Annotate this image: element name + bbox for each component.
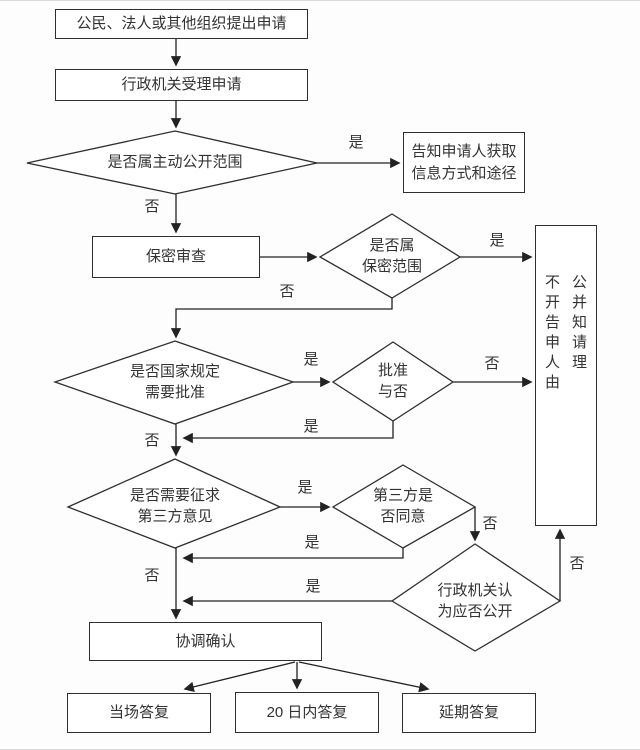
not-disclose-column-2: 公并知请理 — [571, 274, 587, 371]
not-disclose-column-1: 不开告申人由 — [544, 274, 560, 391]
node-reply-onsite: 当场答复 — [67, 693, 211, 733]
decision-needs-approval-shape — [53, 340, 295, 425]
edge-label-yes: 是 — [303, 351, 319, 368]
connector-issecret-no-needsapproval — [170, 298, 393, 339]
node-coordinate: 协调确认 — [89, 622, 322, 661]
edge-label-yes: 是 — [489, 232, 505, 249]
connector-agrees-yes-merge — [182, 548, 404, 564]
decision-is-proactive-shape — [26, 130, 318, 195]
connector-approved-yes-merge — [182, 421, 394, 444]
node-reply-20days: 20 日内答复 — [235, 692, 379, 733]
node-secrecy-review: 保密审查 — [92, 236, 260, 278]
decision-is-secret-shape — [318, 213, 462, 299]
node-not-disclose: 不开告申人由 公并知请理 — [535, 225, 597, 526]
decision-admin-decides-shape — [390, 543, 562, 652]
decision-needs-third-party-shape — [66, 458, 282, 549]
edge-label-no: 否 — [482, 515, 498, 532]
edge-label-no: 否 — [484, 355, 500, 372]
node-inform: 告知申请人获取 信息方式和途径 — [403, 132, 525, 193]
edge-label-yes: 是 — [303, 418, 319, 435]
decision-approved-shape — [331, 341, 455, 422]
connector-coordinate-onsite — [183, 661, 296, 692]
node-accept: 行政机关受理申请 — [55, 69, 308, 101]
node-reply-delayed: 延期答复 — [402, 693, 536, 733]
edge-label-no: 否 — [144, 432, 160, 449]
edge-label-no: 否 — [144, 198, 160, 215]
decision-third-party-agrees-shape — [331, 464, 477, 549]
edge-label-yes: 是 — [305, 578, 321, 595]
node-apply: 公民、法人或其他组织提出申请 — [55, 9, 308, 39]
edge-label-yes: 是 — [304, 534, 320, 551]
edge-label-no: 否 — [279, 283, 295, 300]
edge-label-no: 否 — [569, 555, 585, 572]
edge-label-yes: 是 — [348, 134, 364, 151]
connector-coordinate-delayed — [298, 661, 430, 693]
edge-label-yes: 是 — [297, 479, 313, 496]
edge-label-no: 否 — [144, 567, 160, 584]
